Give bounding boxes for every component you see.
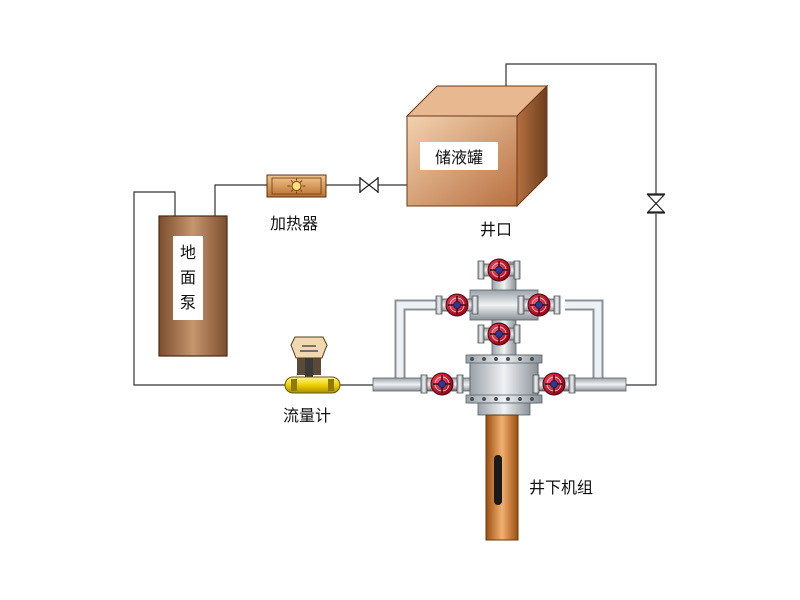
storage-tank-label: 储液罐	[420, 142, 498, 170]
surface-pump-label-char-3: 泵	[179, 293, 196, 313]
pipe-pump-to-heater	[214, 184, 267, 216]
flow-meter-label: 流量计	[283, 406, 332, 425]
surface-pump-label-char-1: 地	[179, 242, 196, 262]
wellhead-valve-right-lower	[532, 372, 576, 396]
wellhead-assembly	[372, 258, 627, 416]
pipe-flowmeter-to-pump	[133, 191, 285, 386]
heater	[266, 174, 327, 198]
inline-valve-vertical	[646, 193, 666, 214]
downhole-unit	[485, 414, 519, 541]
downhole-unit-label: 井下机组	[529, 478, 594, 497]
wellhead-valve-left-upper	[435, 293, 479, 317]
pipelines	[133, 63, 657, 386]
inline-valve-horizontal	[359, 176, 379, 194]
wellhead-valve-right-upper	[517, 293, 561, 317]
pipe-tank-return-line	[505, 63, 657, 194]
surface-pump-label-char-2: 面	[179, 267, 196, 287]
flow-meter	[284, 336, 341, 394]
pipe-wellhead-to-return	[626, 214, 657, 386]
wellhead-label: 井口	[480, 220, 513, 239]
wellhead-valve-left-lower	[420, 372, 464, 396]
surface-pump-label: 地 面 泵	[173, 236, 203, 320]
heater-label: 加热器	[270, 214, 319, 233]
heater-sun-icon	[287, 178, 306, 194]
wellhead-valve-center	[477, 322, 521, 346]
wellhead-valve-top	[477, 258, 521, 282]
